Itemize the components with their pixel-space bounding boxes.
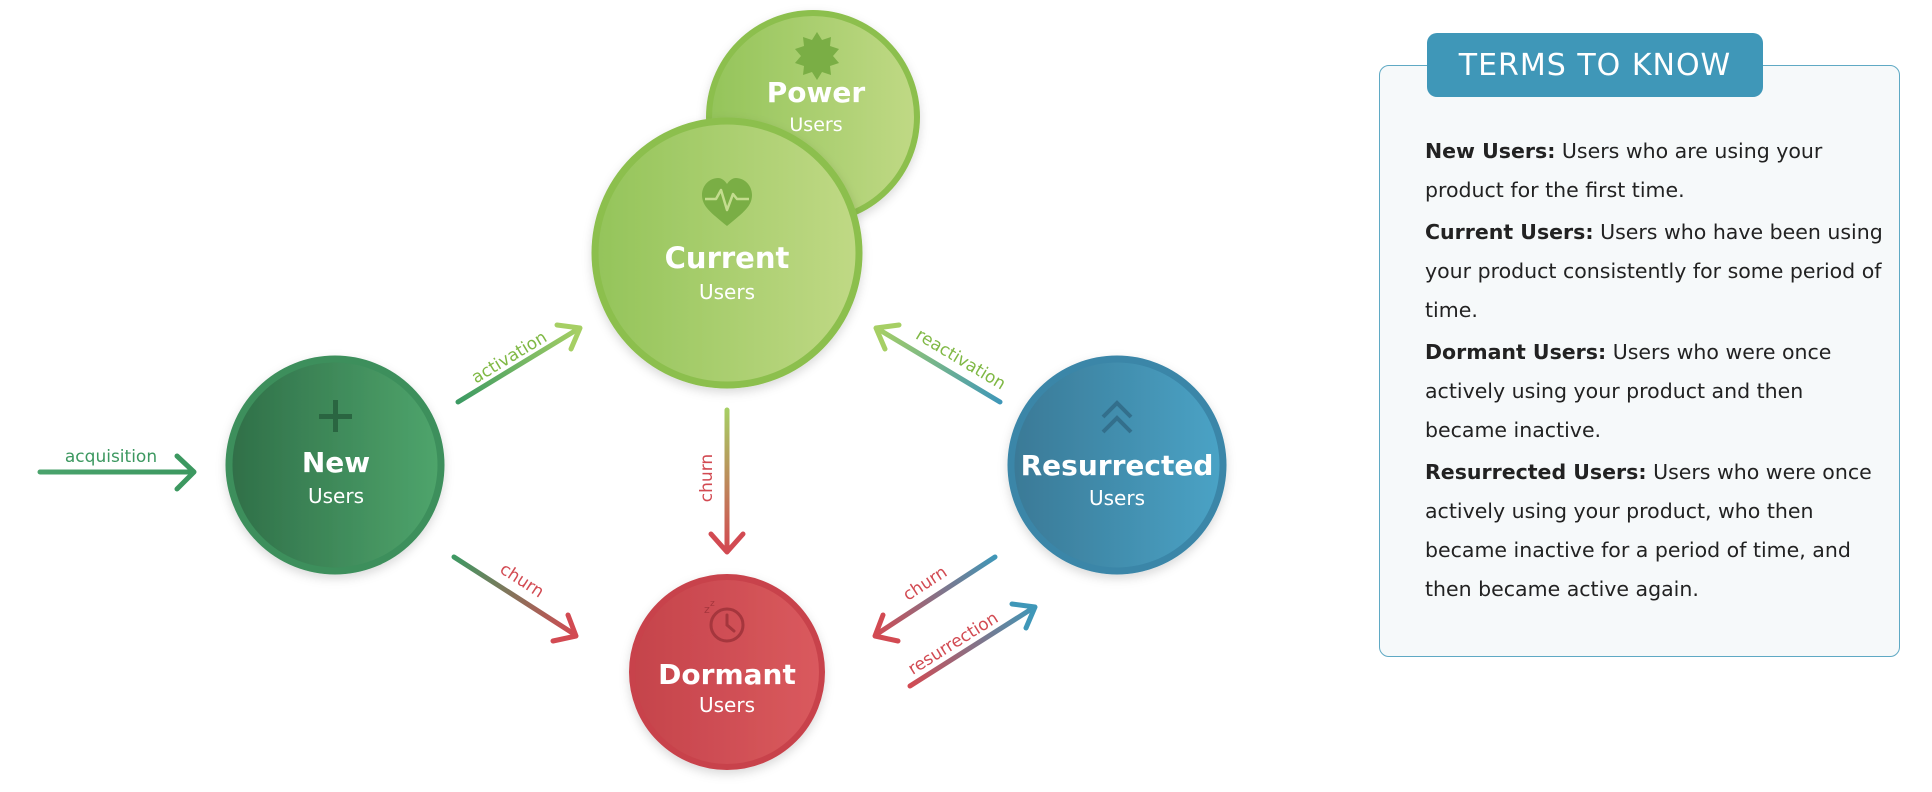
plus-icon <box>319 400 352 432</box>
terms-heading: TERMS TO KNOW <box>1427 33 1763 97</box>
term-name: Current Users: <box>1425 220 1594 244</box>
acquisition-label: acquisition <box>65 447 157 467</box>
svg-text:z: z <box>710 599 715 609</box>
term-definition: Users who are using your product for the… <box>1425 139 1823 202</box>
terms-list: New Users: Users who are using your prod… <box>1425 132 1885 612</box>
star-burst-icon <box>795 32 839 80</box>
dormant-users-node: z z Dormant Users <box>629 574 825 770</box>
activation-label: activation <box>468 327 550 388</box>
term-name: Resurrected Users: <box>1425 460 1647 484</box>
term-definition: Users who have been using your product c… <box>1425 220 1883 322</box>
term-name: Dormant Users: <box>1425 340 1607 364</box>
power-users-title: Power <box>767 76 866 109</box>
term-definition: Users who were once actively using your … <box>1425 460 1872 601</box>
double-chevron-up-icon <box>1101 400 1133 434</box>
term-name: New Users: <box>1425 139 1556 163</box>
current-users-node: Current Users <box>591 117 863 389</box>
churn-new-label: churn <box>496 559 547 602</box>
new-users-subtitle: Users <box>308 484 364 508</box>
power-users-subtitle: Users <box>789 114 842 136</box>
dormant-users-title: Dormant <box>658 658 796 691</box>
resurrected-users-node: Resurrected Users <box>1007 355 1227 575</box>
resurrected-users-subtitle: Users <box>1089 486 1145 510</box>
dormant-users-subtitle: Users <box>699 693 755 717</box>
resurrected-users-title: Resurrected <box>1021 449 1214 482</box>
churn-new-arrow: churn <box>451 554 579 644</box>
new-users-node: New Users <box>225 355 445 575</box>
activation-arrow: activation <box>455 322 583 405</box>
churn-current-arrow: churn <box>697 407 746 555</box>
churn-resurrected-label: churn <box>900 562 951 605</box>
current-users-title: Current <box>665 241 790 275</box>
lifecycle-diagram: acquisition activation reactivation chur… <box>37 10 1227 770</box>
heart-pulse-icon <box>702 178 752 226</box>
sleep-clock-icon: z z <box>704 599 745 643</box>
term-resurrected-users: Resurrected Users: Users who were once a… <box>1425 453 1885 609</box>
resurrection-label: resurrection <box>905 608 1002 679</box>
resurrection-arrow: resurrection <box>905 601 1038 689</box>
churn-current-label: churn <box>697 454 717 502</box>
svg-text:z: z <box>704 603 710 616</box>
term-definition: Users who were once actively using your … <box>1425 340 1832 442</box>
term-dormant-users: Dormant Users: Users who were once activ… <box>1425 333 1885 450</box>
term-new-users: New Users: Users who are using your prod… <box>1425 132 1885 210</box>
term-current-users: Current Users: Users who have been using… <box>1425 213 1885 330</box>
acquisition-arrow: acquisition <box>37 447 197 492</box>
new-users-title: New <box>302 446 370 479</box>
current-users-subtitle: Users <box>699 280 755 304</box>
reactivation-arrow: reactivation <box>873 322 1009 405</box>
